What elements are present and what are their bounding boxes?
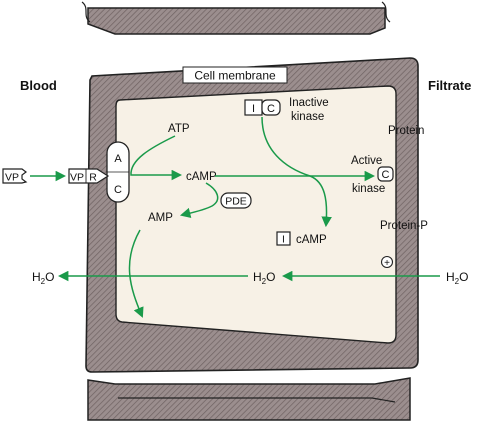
vp-receptor-complex: [68, 168, 110, 184]
receptor-r-label: R: [89, 172, 97, 184]
arrow-amp-to-membrane: [128, 229, 144, 318]
arrow-camp-to-amp: [179, 182, 219, 219]
camp-center-label: cAMP: [186, 171, 217, 183]
water-channel-plus: +: [384, 258, 390, 269]
vp-free: [2, 168, 28, 184]
inactive-kinase-c: C: [267, 103, 275, 115]
water-channel-marker: [380, 255, 394, 269]
active-kinase-c: C: [382, 169, 390, 181]
cyclase-a-label: A: [114, 153, 122, 165]
active-label: Active: [351, 155, 382, 167]
regulatory-i: I: [282, 234, 285, 246]
active-kinase-label: kinase: [352, 183, 385, 195]
upper-neighbor-cell: [87, 7, 386, 35]
inactive-kinase-i: I: [252, 103, 255, 115]
h2o-right-label: H2O: [446, 270, 468, 286]
amp-label: AMP: [148, 212, 173, 224]
h2o-middle-label: H2O: [253, 270, 275, 286]
upper-neighbor-break-left: [81, 1, 91, 23]
arrow-atp-to-camp: [130, 135, 183, 181]
regulatory-i-box: [276, 231, 291, 246]
cell-membrane-label-box: [182, 66, 288, 84]
lower-neighbor-inner: [118, 397, 396, 403]
filtrate-label: Filtrate: [428, 78, 471, 93]
h2o-left-label: H2O: [32, 270, 54, 286]
vp-bound-label: VP: [70, 172, 84, 184]
active-kinase-c-box: [377, 166, 394, 182]
cyclase-c-label: C: [114, 184, 122, 196]
protein-label: Protein: [388, 125, 424, 137]
atp-label: ATP: [168, 123, 190, 135]
upper-neighbor-break-right: [381, 1, 391, 23]
vp-free-label: VP: [5, 172, 19, 184]
camp-right-label: cAMP: [296, 234, 327, 246]
inactive-kinase-c-box: [261, 99, 281, 116]
blood-label: Blood: [20, 78, 57, 93]
inactive-kinase-label: kinase: [291, 111, 324, 123]
pde-label: PDE: [225, 196, 247, 208]
inactive-label: Inactive: [289, 97, 329, 109]
arrow-inactive-kinase-split: [261, 116, 332, 228]
cytoplasm: [115, 85, 397, 344]
cell-membrane-label: Cell membrane: [194, 69, 276, 83]
pde-box: [220, 192, 252, 209]
lower-neighbor-cell: [87, 377, 411, 421]
protein-p-label: Protein-P: [380, 220, 428, 232]
